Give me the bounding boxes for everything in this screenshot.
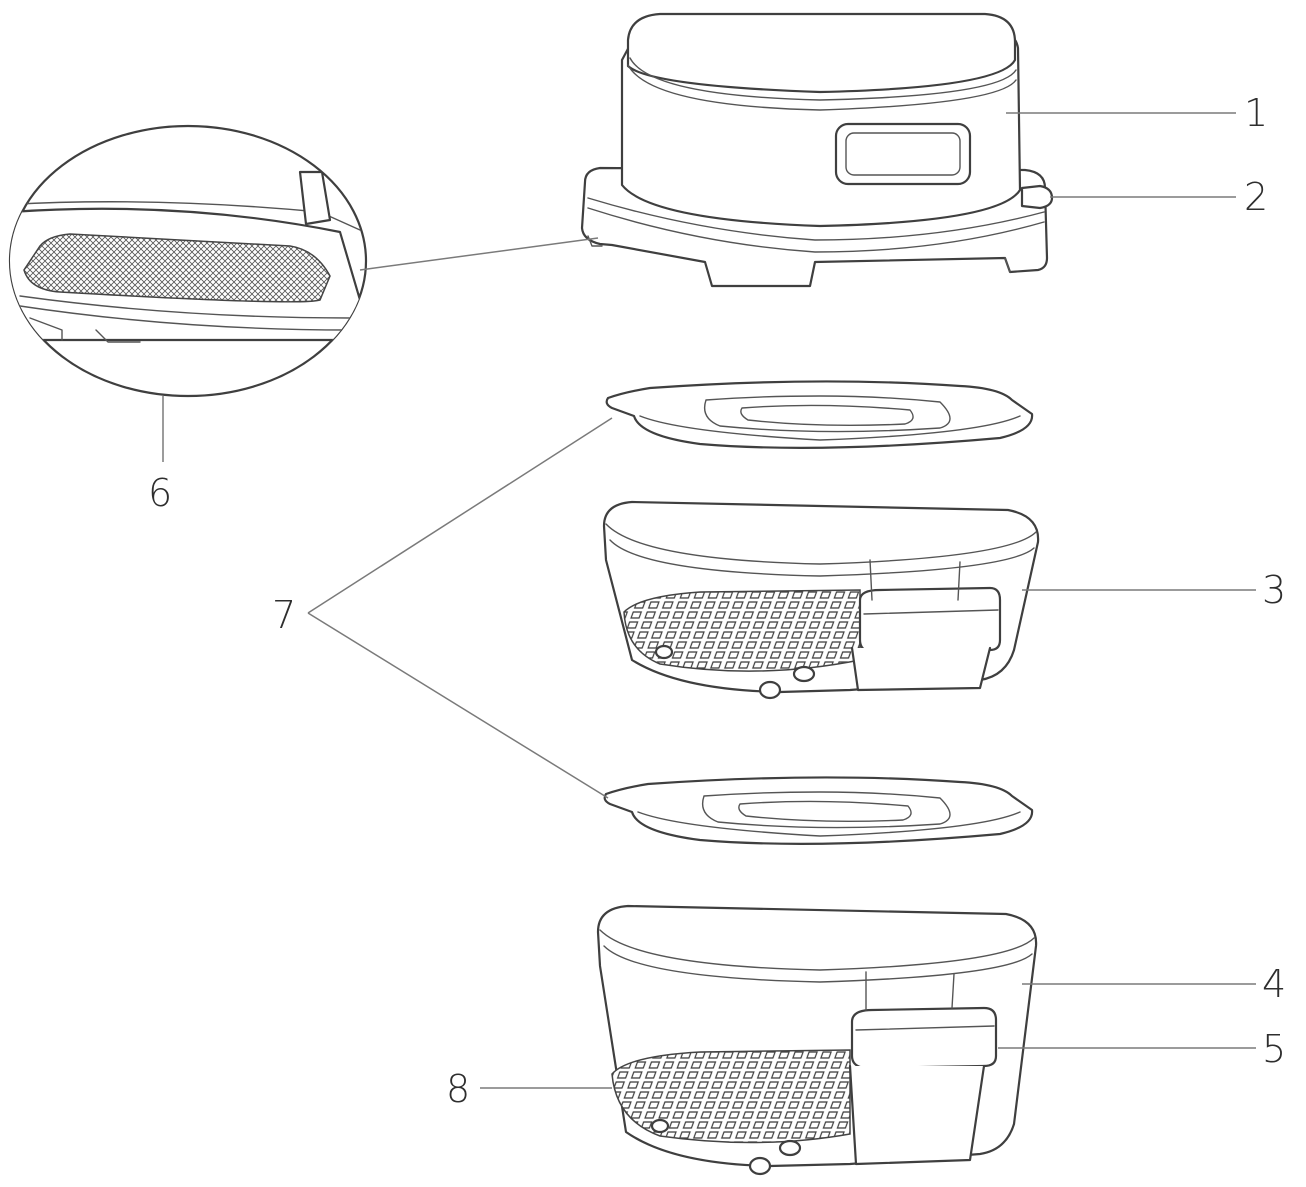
zoom-detail-bottom-filter bbox=[8, 124, 599, 398]
callout-5: 5 bbox=[1262, 1027, 1286, 1071]
lower-basket bbox=[596, 904, 1038, 1176]
callout-6: 6 bbox=[148, 471, 172, 515]
callout-1: 1 bbox=[1244, 91, 1268, 135]
divider-plate-upper bbox=[605, 380, 1034, 449]
divider-plate-lower bbox=[603, 776, 1034, 845]
callout-3: 3 bbox=[1262, 568, 1286, 612]
callout-2: 2 bbox=[1244, 175, 1268, 219]
main-unit bbox=[580, 12, 1054, 288]
callout-7: 7 bbox=[272, 593, 296, 637]
callout-labels: 1 2 3 4 5 6 7 8 bbox=[148, 91, 1286, 1111]
callout-4: 4 bbox=[1262, 962, 1286, 1006]
callout-8: 8 bbox=[446, 1067, 470, 1111]
upper-basket bbox=[602, 500, 1040, 700]
leader-lines bbox=[162, 112, 1256, 1089]
